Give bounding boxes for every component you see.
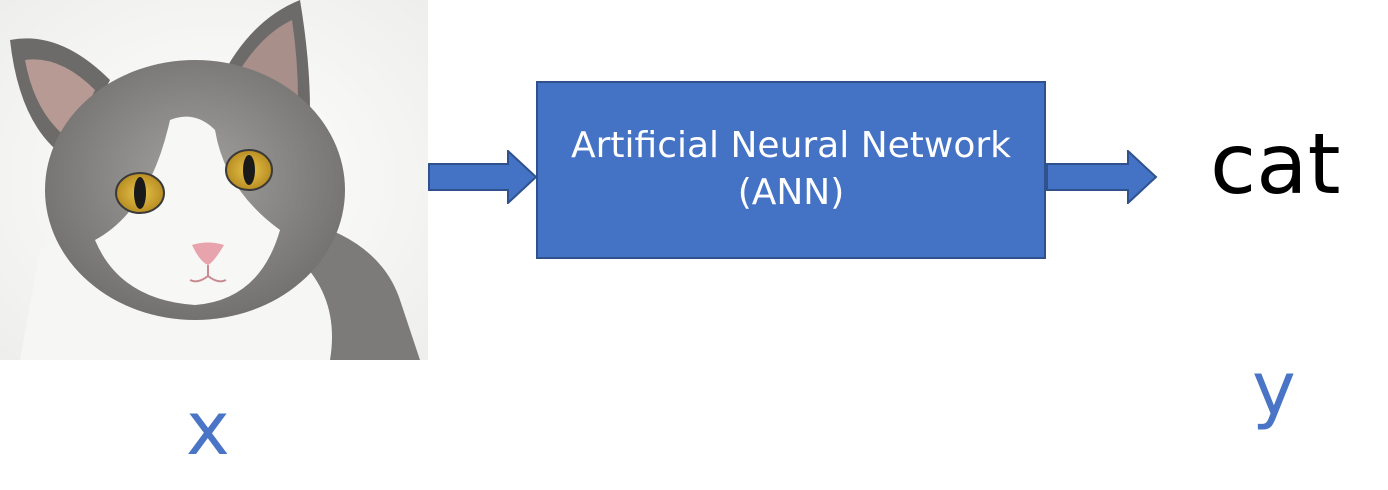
- ann-block: Artificial Neural Network (ANN): [536, 81, 1046, 259]
- ann-title: Artificial Neural Network: [570, 125, 1012, 167]
- input-arrow-icon: [428, 150, 538, 204]
- output-variable-y: y: [1252, 346, 1296, 432]
- ann-abbreviation: (ANN): [737, 172, 845, 213]
- cat-photo-icon: [0, 0, 428, 360]
- output-arrow-icon: [1046, 150, 1158, 204]
- output-label: cat: [1210, 115, 1341, 213]
- input-variable-x: x: [186, 386, 230, 472]
